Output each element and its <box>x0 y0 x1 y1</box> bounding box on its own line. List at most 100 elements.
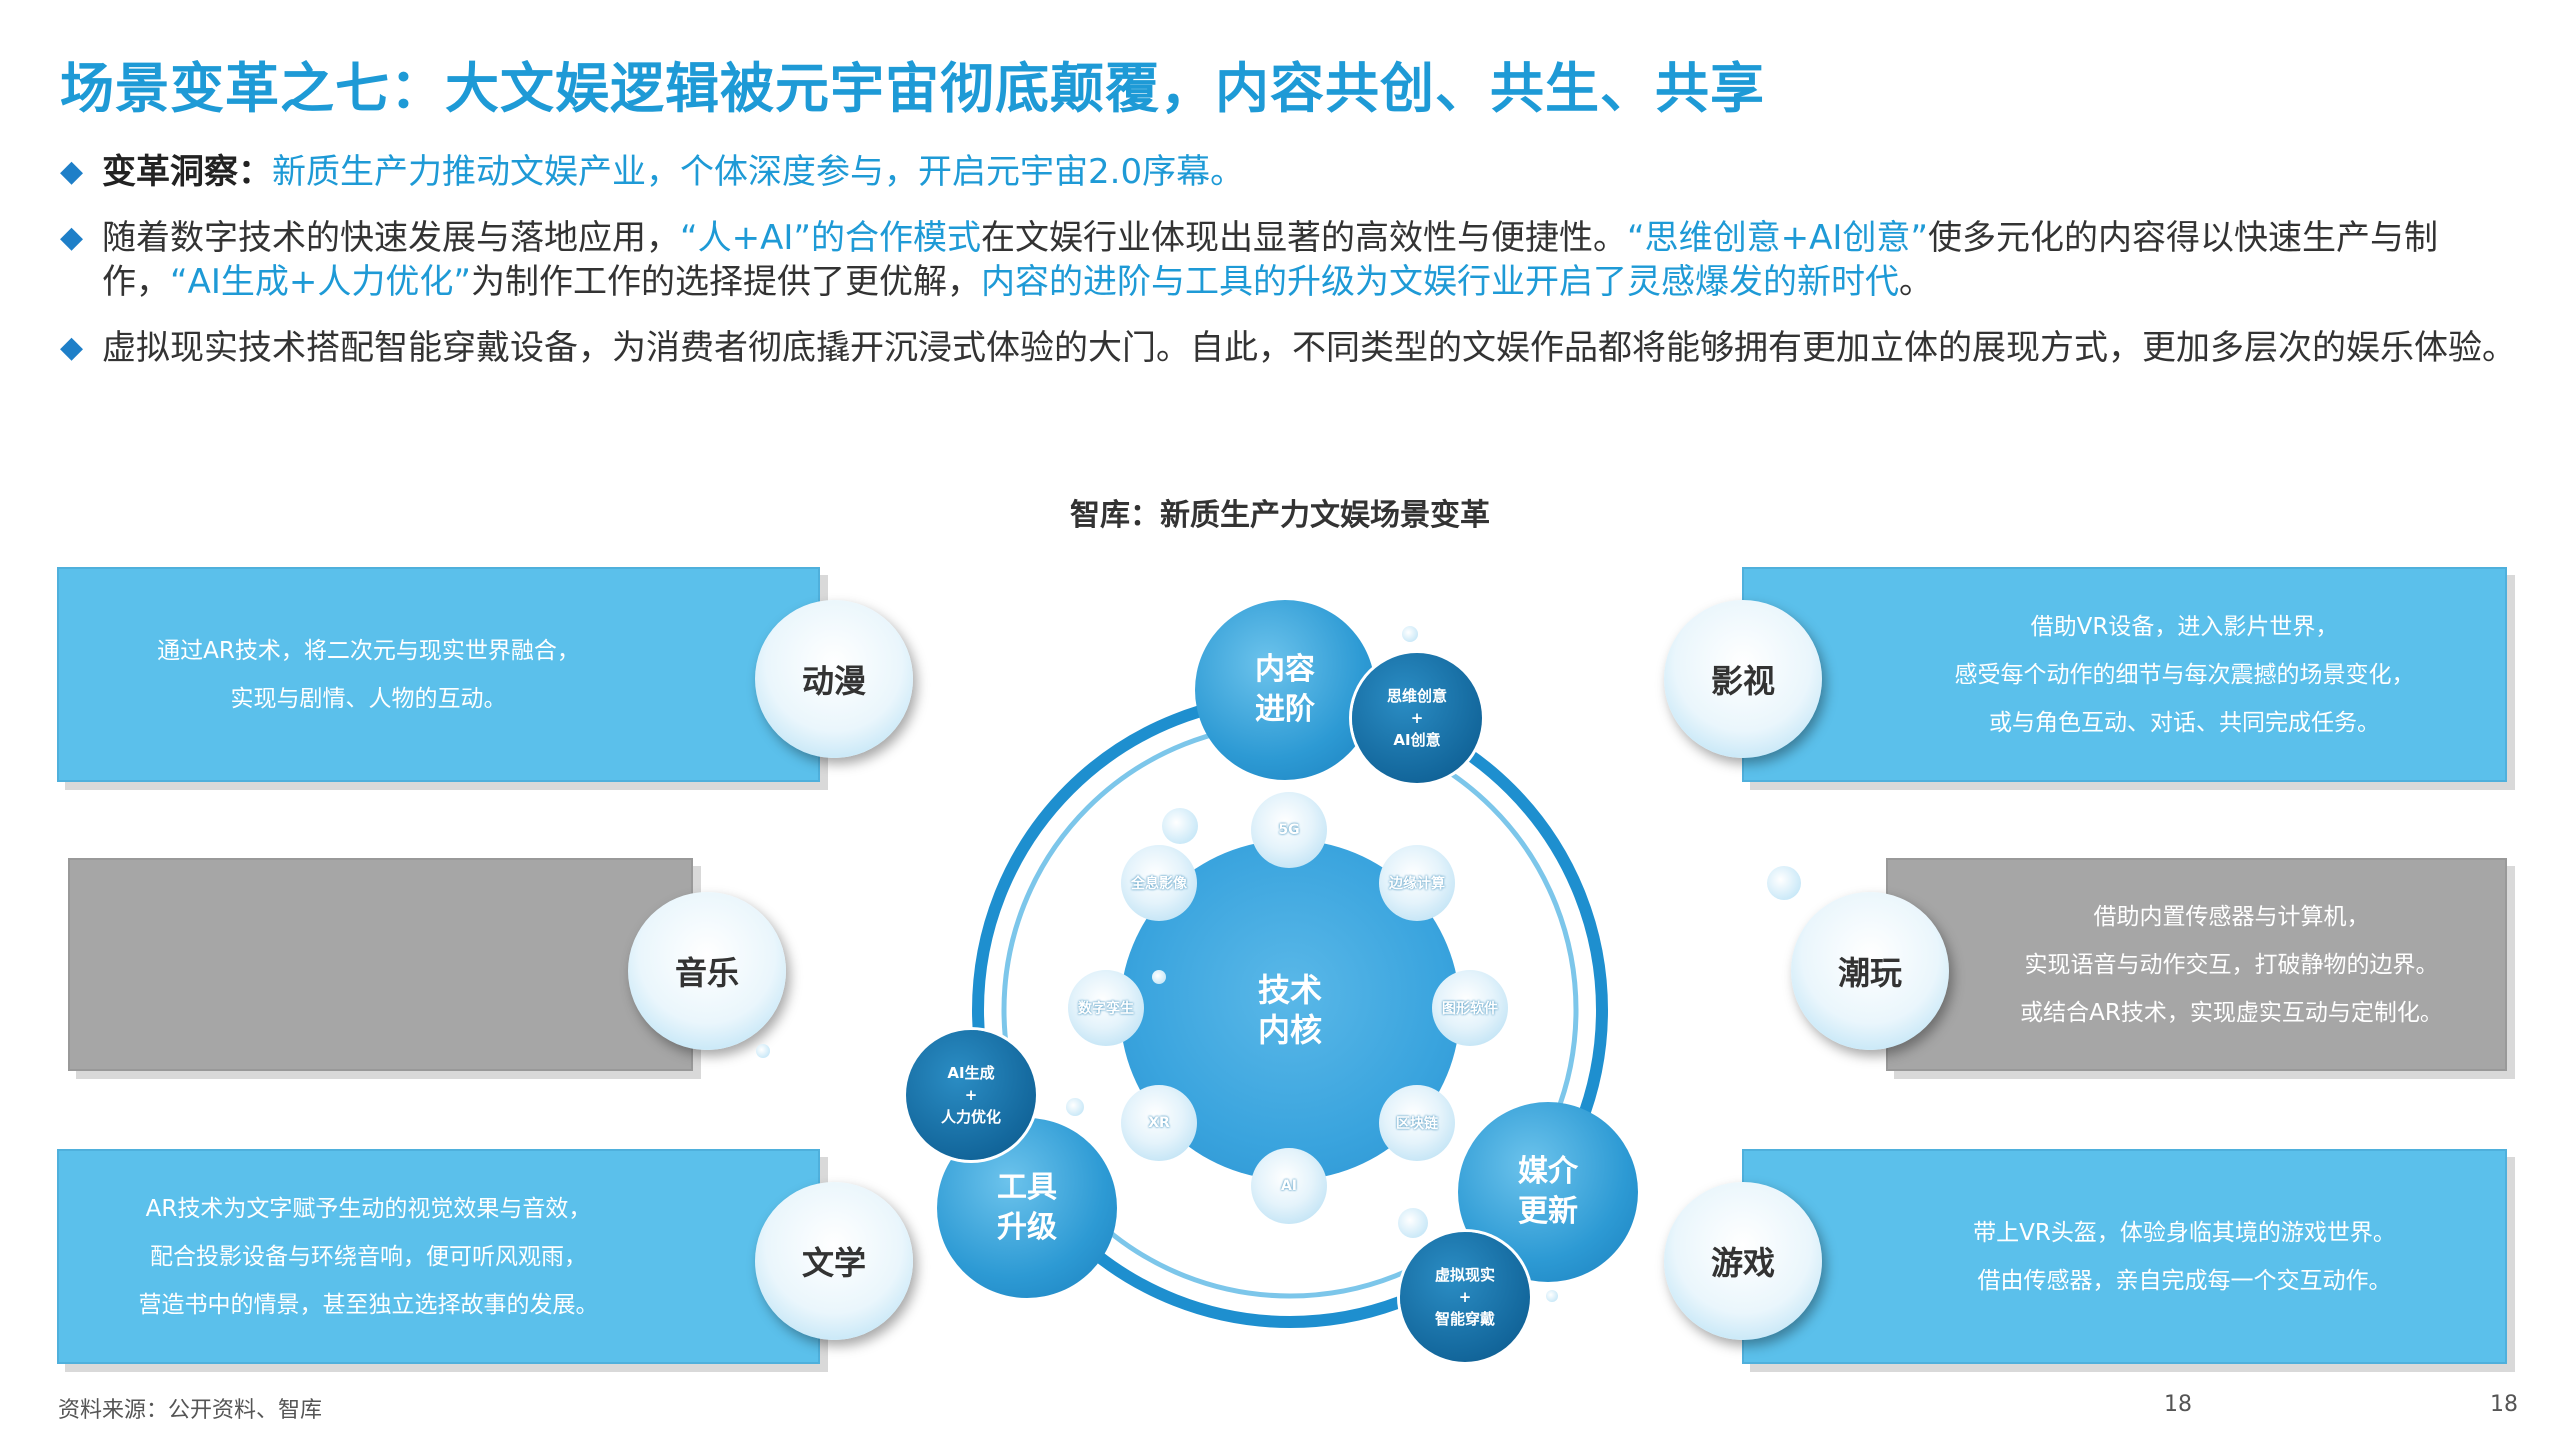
bullet-digital-tech: ◆ 随着数字技术的快速发展与落地应用，“人+AI”的合作模式在文娱行业体现出显著… <box>60 216 2520 304</box>
card-text: 或与角色互动、对话、共同完成任务。 <box>1989 709 2380 736</box>
card-game: 带上VR头盔，体验身临其境的游戏世界。 借由传感器，亲自完成每一个交互动作。 <box>1742 1149 2507 1364</box>
bullet-insight-label: 变革洞察： <box>102 152 272 192</box>
text-span: 。 <box>1899 262 1934 302</box>
circle-label: 游戏 <box>1710 1244 1775 1282</box>
decor-bubble <box>1152 970 1166 984</box>
card-text: 感受每个动作的细节与每次震撼的场景变化， <box>1954 661 2415 688</box>
circle-label: 动漫 <box>801 662 866 700</box>
card-text: 借助VR设备，进入影片世界， <box>2030 613 2339 640</box>
bullet-vr-text: 虚拟现实技术搭配智能穿戴设备，为消费者彻底撬开沉浸式体验的大门。自此，不同类型的… <box>102 328 2516 368</box>
tech-label: AI <box>1280 1178 1298 1194</box>
card-text: 或结合AR技术，实现虚实互动与定制化。 <box>2020 999 2443 1026</box>
tech-xr: XR <box>1121 1085 1197 1161</box>
card-text: 配合投影设备与环绕音响，便可听风观雨， <box>150 1243 587 1270</box>
tech-label: XR <box>1148 1115 1170 1131</box>
label-circle-music: 音乐 <box>628 892 786 1050</box>
circle-label: 文学 <box>801 1244 866 1282</box>
diamond-icon: ◆ <box>60 330 84 365</box>
badge-vr-wearable: 虚拟现实 + 智能穿戴 <box>1400 1232 1530 1362</box>
badge-line: + <box>964 1086 978 1104</box>
diamond-icon: ◆ <box>60 154 84 189</box>
tech-ai: AI <box>1251 1148 1327 1224</box>
card-anime: 通过AR技术，将二次元与现实世界融合， 实现与剧情、人物的互动。 <box>57 567 820 782</box>
card-film: 借助VR设备，进入影片世界， 感受每个动作的细节与每次震撼的场景变化， 或与角色… <box>1742 567 2507 782</box>
badge-line: 智能穿戴 <box>1434 1310 1495 1328</box>
bullet-vr: ◆ 虚拟现实技术搭配智能穿戴设备，为消费者彻底撬开沉浸式体验的大门。自此，不同类… <box>60 326 2520 370</box>
page-number-right: 18 <box>2490 1392 2518 1417</box>
node-line: 工具 <box>997 1170 1057 1205</box>
label-circle-toys: 潮玩 <box>1791 892 1949 1050</box>
label-circle-film: 影视 <box>1664 600 1822 758</box>
tech-label: 全息影像 <box>1131 876 1187 892</box>
node-line: 进阶 <box>1255 692 1315 727</box>
card-text: 带上VR头盔，体验身临其境的游戏世界。 <box>1973 1219 2396 1246</box>
label-circle-game: 游戏 <box>1664 1182 1822 1340</box>
source-note: 资料来源：公开资料、智库 <box>58 1398 323 1423</box>
decor-bubble <box>1767 866 1801 900</box>
decor-bubble <box>1402 626 1418 642</box>
card-text: AR技术为文字赋予生动的视觉效果与音效， <box>145 1195 592 1222</box>
badge-line: 思维创意 <box>1386 687 1447 705</box>
highlight-span: 内容的进阶与工具的升级为文娱行业开启了灵感爆发的新时代 <box>981 262 1900 302</box>
tech-label: 区块链 <box>1396 1116 1438 1132</box>
diagram-title: 智库：新质生产力文娱场景变革 <box>1070 498 1490 533</box>
text-span: 使多元化的内容得以快速生产与制作， <box>102 218 2439 302</box>
circle-label: 音乐 <box>674 954 739 992</box>
decor-bubble <box>1162 808 1198 844</box>
badge-ai-generation: AI生成 + 人力优化 <box>906 1030 1036 1160</box>
card-text: 借助内置传感器与计算机， <box>2093 903 2370 930</box>
decor-bubble <box>756 1044 770 1058</box>
badge-line: AI生成 <box>947 1064 995 1082</box>
badge-thinking-ai: 思维创意 + AI创意 <box>1352 653 1482 783</box>
card-text: 实现与剧情、人物的互动。 <box>230 685 507 712</box>
tech-label: 图形软件 <box>1442 1001 1498 1017</box>
tech-label: 数字孪生 <box>1078 1001 1134 1017</box>
card-text: 借由传感器，亲自完成每一个交互动作。 <box>1977 1267 2392 1294</box>
card-music <box>68 858 693 1071</box>
highlight-span: “思维创意+AI创意” <box>1627 218 1929 258</box>
tech-label: 5G <box>1278 822 1300 838</box>
tech-blockchain: 区块链 <box>1379 1085 1455 1161</box>
text-span: 为制作工作的选择提供了更优解， <box>471 262 982 302</box>
node-line: 内容 <box>1255 652 1315 687</box>
tech-graphics-software: 图形软件 <box>1432 970 1508 1046</box>
highlight-span: “人+AI”的合作模式 <box>680 218 982 258</box>
diamond-icon: ◆ <box>60 220 84 255</box>
text-span: 在文娱行业体现出显著的高效性与便捷性。 <box>981 218 1628 258</box>
badge-line: 人力优化 <box>940 1108 1001 1126</box>
bullet-insight: ◆ 变革洞察：新质生产力推动文娱产业，个体深度参与，开启元宇宙2.0序幕。 <box>60 150 2520 194</box>
decor-bubble <box>1066 1098 1084 1116</box>
page-title: 场景变革之七：大文娱逻辑被元宇宙彻底颠覆，内容共创、共生、共享 <box>60 57 1765 120</box>
node-line: 升级 <box>997 1210 1057 1245</box>
circle-label: 影视 <box>1710 662 1775 700</box>
core-line: 内核 <box>1257 1011 1322 1049</box>
text-span: 随着数字技术的快速发展与落地应用， <box>102 218 680 258</box>
badge-line: 虚拟现实 <box>1434 1266 1495 1284</box>
badge-line: AI创意 <box>1393 731 1441 749</box>
node-content-advance: 内容 进阶 <box>1195 600 1375 780</box>
node-line: 更新 <box>1518 1194 1578 1229</box>
badge-line: + <box>1410 709 1424 727</box>
circle-label: 潮玩 <box>1837 954 1902 992</box>
core-line: 技术 <box>1257 971 1322 1009</box>
tech-digital-twin: 数字孪生 <box>1068 970 1144 1046</box>
bullet-list: ◆ 变革洞察：新质生产力推动文娱产业，个体深度参与，开启元宇宙2.0序幕。 ◆ … <box>60 150 2520 392</box>
card-literature: AR技术为文字赋予生动的视觉效果与音效， 配合投影设备与环绕音响，便可听风观雨，… <box>57 1149 820 1364</box>
node-line: 媒介 <box>1518 1154 1578 1189</box>
tech-5g: 5G <box>1251 792 1327 868</box>
label-circle-literature: 文学 <box>755 1182 913 1340</box>
card-toys: 借助内置传感器与计算机， 实现语音与动作交互，打破静物的边界。 或结合AR技术，… <box>1886 858 2507 1071</box>
card-text: 实现语音与动作交互，打破静物的边界。 <box>2024 951 2439 978</box>
bullet-insight-text: 新质生产力推动文娱产业，个体深度参与，开启元宇宙2.0序幕。 <box>272 152 1245 192</box>
tech-hologram: 全息影像 <box>1121 845 1197 921</box>
badge-line: + <box>1458 1288 1472 1306</box>
decor-bubble <box>1398 1208 1428 1238</box>
page-number: 18 <box>2164 1392 2192 1417</box>
decor-bubble <box>1546 1290 1558 1302</box>
highlight-span: “AI生成+人力优化” <box>170 262 472 302</box>
card-text: 通过AR技术，将二次元与现实世界融合， <box>157 637 580 664</box>
card-text: 营造书中的情景，甚至独立选择故事的发展。 <box>138 1291 599 1318</box>
tech-edge-computing: 边缘计算 <box>1379 845 1455 921</box>
label-circle-anime: 动漫 <box>755 600 913 758</box>
tech-label: 边缘计算 <box>1389 876 1445 892</box>
